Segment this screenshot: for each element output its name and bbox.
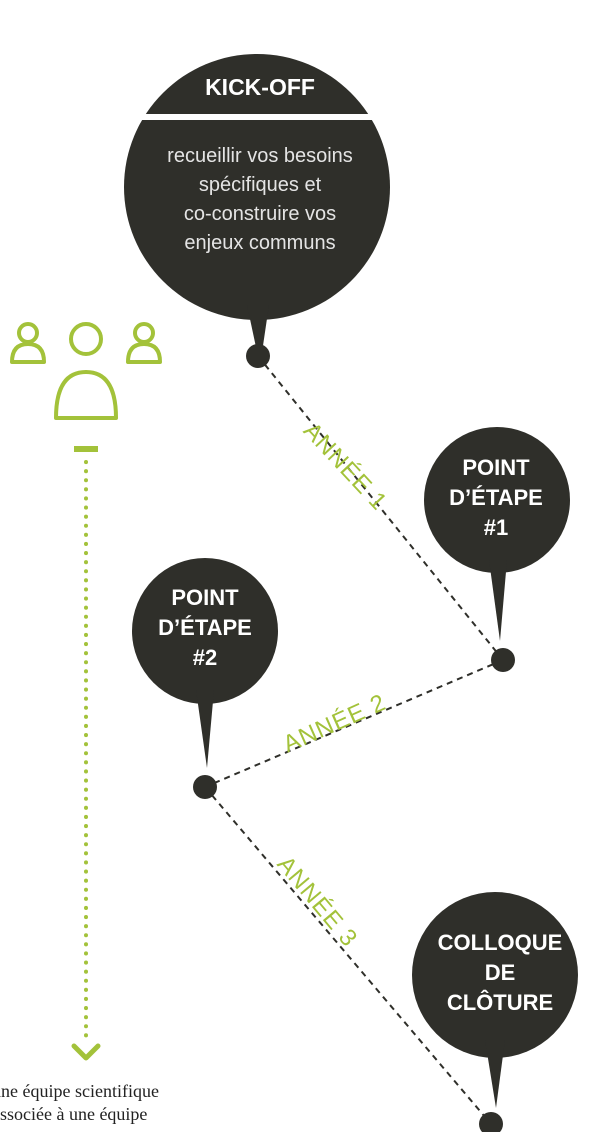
point2-title: POINT D’ÉTAPE #2 bbox=[158, 585, 252, 670]
point1-title: POINT D’ÉTAPE #1 bbox=[449, 455, 543, 540]
kickoff-description: recueillir vos besoins spécifiques et co… bbox=[167, 145, 353, 254]
closing-pin bbox=[412, 892, 578, 1132]
closing-title: COLLOQUE DE CLÔTURE bbox=[437, 930, 563, 1015]
chevron-down-icon bbox=[71, 1043, 101, 1061]
people-group-icon bbox=[10, 322, 162, 420]
point1-pin bbox=[424, 427, 570, 672]
team-accent-bar bbox=[74, 446, 98, 452]
point2-pin bbox=[132, 558, 278, 799]
kickoff-title: KICK-OFF bbox=[205, 74, 315, 100]
kickoff-pin bbox=[124, 54, 390, 368]
connector-year-2 bbox=[204, 659, 504, 788]
kickoff-underline bbox=[138, 114, 384, 120]
team-note: une équipe scientifique associée à une é… bbox=[0, 1081, 159, 1124]
connector-year-3 bbox=[204, 786, 492, 1125]
